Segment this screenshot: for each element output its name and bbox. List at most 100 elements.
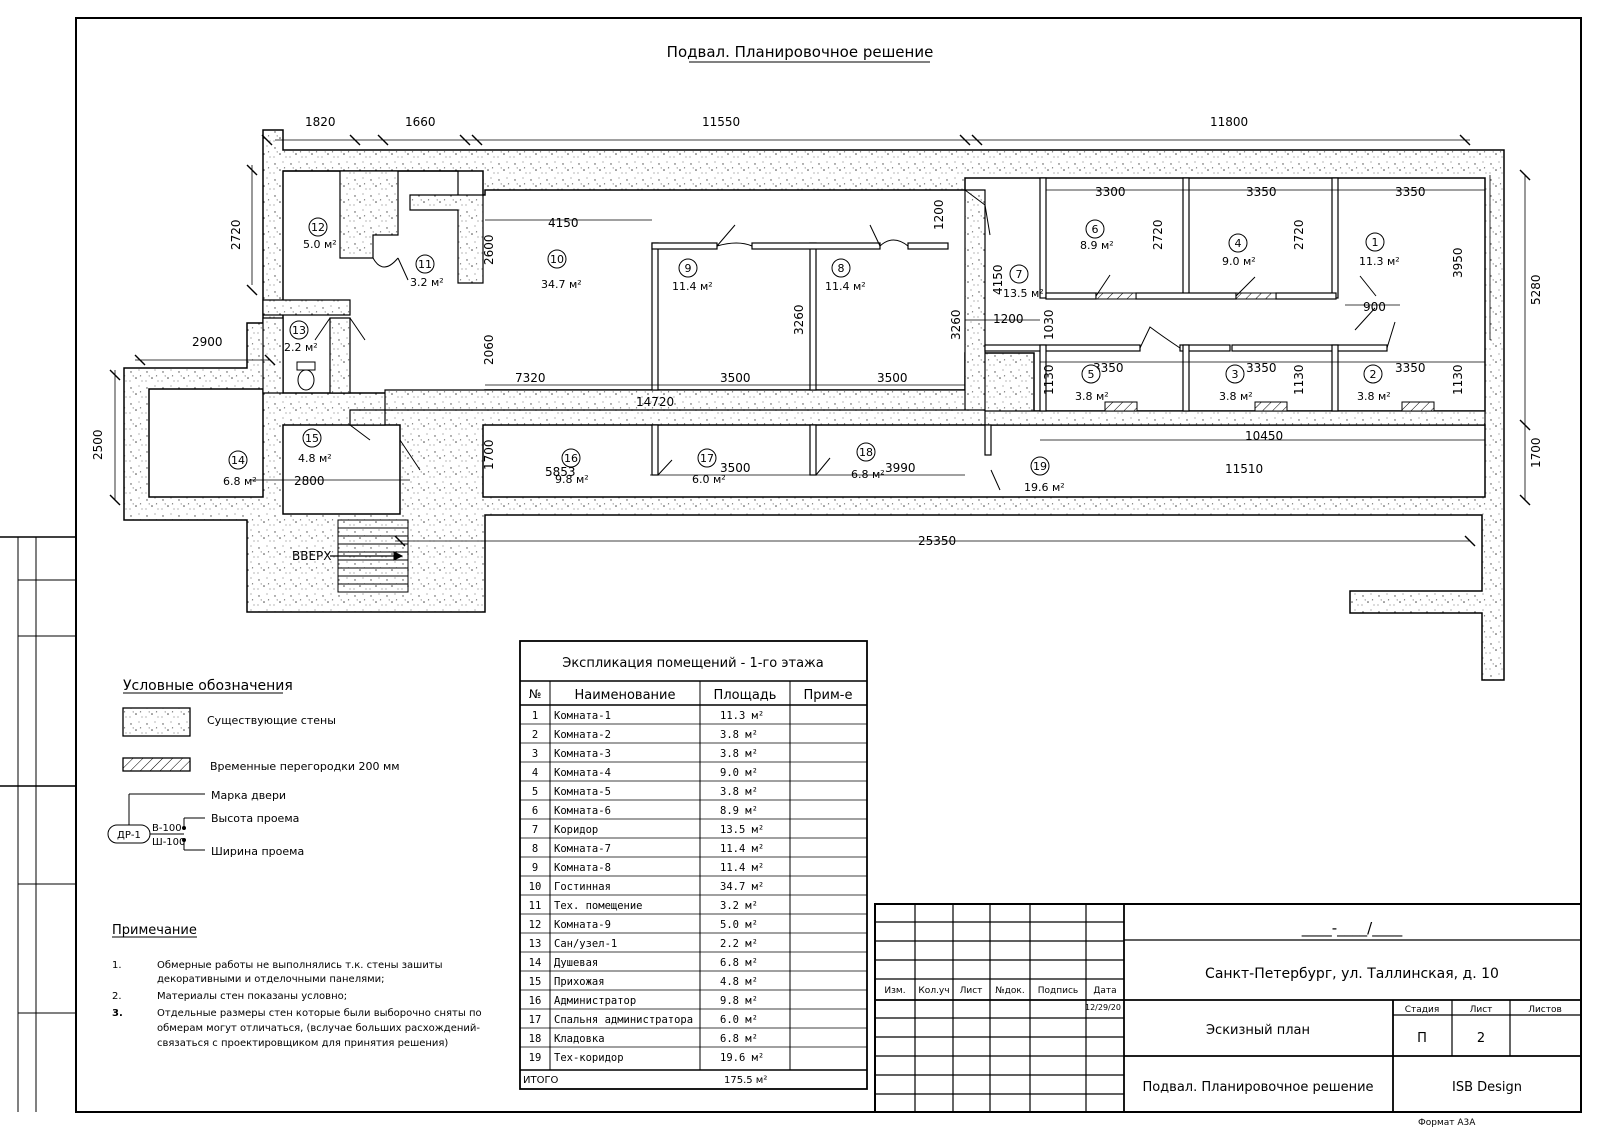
notes: Примечание 1. Обмерные работы не выполня… — [112, 923, 482, 1049]
dim-text: 3950 — [1451, 247, 1465, 278]
dim-text: 2600 — [482, 234, 496, 265]
dim-text: 2900 — [192, 335, 223, 349]
room-tag: 811.4 м² — [825, 258, 866, 293]
room-name: Комната-4 — [554, 767, 611, 779]
room-area-value: 3.8 м² — [720, 729, 758, 741]
note-line: Обмерные работы не выполнялись т.к. стен… — [157, 960, 443, 971]
room-number: 3 — [1232, 368, 1239, 381]
room-area: 19.6 м² — [1024, 481, 1065, 494]
row-number: 7 — [532, 824, 538, 836]
dim-text: 3350 — [1093, 361, 1124, 375]
room-number: 1 — [1372, 236, 1379, 249]
room-area: 11.3 м² — [1359, 255, 1400, 268]
stairs-label: ВВЕРХ — [292, 549, 332, 563]
dim-text: 1700 — [482, 439, 496, 470]
room-area: 2.2 м² — [284, 341, 318, 354]
row-number: 18 — [529, 1033, 542, 1045]
dim-text: 3500 — [720, 371, 751, 385]
room-area: 3.8 м² — [1219, 390, 1253, 403]
door-tag: ДР-1 — [117, 830, 141, 841]
room-tag: 713.5 м² — [1003, 264, 1044, 300]
temp-partitions — [1095, 292, 1435, 412]
room-area: 34.7 м² — [541, 278, 582, 291]
room-area: 6.8 м² — [223, 475, 257, 488]
dim-text: 3500 — [720, 461, 751, 475]
stamp-col-header: Лист — [960, 986, 983, 996]
dim-text: 3300 — [1095, 185, 1126, 199]
room-number: 5 — [1088, 368, 1095, 381]
dim-text: 2720 — [1151, 219, 1165, 250]
col-header: Прим-е — [804, 688, 853, 703]
dim-text: 3350 — [1395, 361, 1426, 375]
dim-text: 1700 — [1529, 437, 1543, 468]
room-tag: 146.8 м² — [223, 450, 257, 488]
room-name: Прихожая — [554, 976, 605, 988]
row-number: 8 — [532, 843, 538, 855]
room-area: 5.0 м² — [303, 238, 337, 251]
room-name: Кладовка — [554, 1033, 605, 1045]
room-area-value: 4.8 м² — [720, 976, 758, 988]
legend-existing-walls: Существующие стены — [207, 714, 336, 727]
row-number: 5 — [532, 786, 538, 798]
room-tag: 3 3.8 м² — [1219, 364, 1253, 403]
room-name: Гостинная — [554, 881, 611, 893]
room-area-value: 8.9 м² — [720, 805, 758, 817]
sheet-frame — [0, 17, 1582, 1113]
dimension-lines — [109, 134, 1531, 547]
room-tag: 53.8 м² — [1075, 364, 1109, 403]
room-area-value: 13.5 м² — [720, 824, 764, 836]
room-name: Комната-7 — [554, 843, 611, 855]
dim-text: 2060 — [482, 334, 496, 365]
room-number: 6 — [1092, 223, 1099, 236]
room-number: 12 — [311, 221, 325, 234]
room-name: Сан/узел-1 — [554, 938, 617, 950]
room-tag: 132.2 м² — [284, 320, 318, 354]
room-tag: 23.8 м² — [1357, 364, 1391, 403]
room-area: 8.9 м² — [1080, 239, 1114, 252]
room-number: 18 — [859, 446, 873, 459]
room-area-value: 6.8 м² — [720, 957, 758, 969]
stamp-col-header: Кол.уч — [918, 986, 949, 996]
room-number: 15 — [305, 432, 319, 445]
room-area-value: 3.2 м² — [720, 900, 758, 912]
legend-door-mark: Марка двери — [211, 789, 286, 802]
stage-value: П — [1417, 1031, 1427, 1046]
legend-opening-height: Высота проема — [211, 812, 299, 825]
room-area: 3.8 м² — [1357, 390, 1391, 403]
note-line: Отдельные размеры стен которые были выбо… — [157, 1008, 482, 1019]
dim-text: 2720 — [1292, 219, 1306, 250]
row-number: 1 — [532, 710, 538, 722]
room-area-value: 9.0 м² — [720, 767, 758, 779]
door-swings — [314, 189, 1396, 491]
room-name: Комната-8 — [554, 862, 611, 874]
room-number: 4 — [1235, 237, 1242, 250]
room-number: 9 — [685, 262, 692, 275]
explication-table: Экспликация помещений - 1-го этажа № Наи… — [519, 640, 868, 1090]
row-number: 2 — [532, 729, 538, 741]
dim-text: 5853 — [545, 465, 576, 479]
room-tag: 1 11.3 м² — [1359, 232, 1400, 268]
row-number: 15 — [529, 976, 542, 988]
dim-text: 11800 — [1210, 115, 1248, 129]
address: Санкт-Петербург, ул. Таллинская, д. 10 — [1205, 966, 1499, 982]
dim-text: 11550 — [702, 115, 740, 129]
total-label: ИТОГО — [523, 1075, 559, 1086]
room-area: 9.0 м² — [1222, 255, 1256, 268]
col-header: Площадь — [714, 688, 777, 703]
room-number: 7 — [1016, 268, 1023, 281]
notes-title: Примечание — [112, 923, 197, 938]
room-name: Коридор — [554, 824, 598, 836]
row-number: 3 — [532, 748, 538, 760]
room-name: Комната-2 — [554, 729, 611, 741]
note-line: Материалы стен показаны условно; — [157, 991, 347, 1002]
room-tag: 911.4 м² — [672, 258, 713, 293]
dim-text: 4150 — [548, 216, 579, 230]
room-area: 6.8 м² — [851, 468, 885, 481]
note-number: 1. — [112, 960, 122, 971]
door-mark-symbol — [107, 793, 205, 851]
room-number: 17 — [700, 452, 714, 465]
interior-walls — [262, 170, 1486, 426]
room-name: Тех-коридор — [554, 1052, 624, 1064]
